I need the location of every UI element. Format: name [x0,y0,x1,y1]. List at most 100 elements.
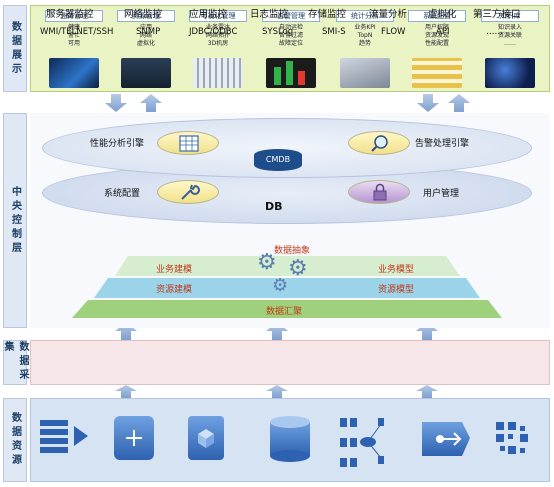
magnifier-icon [371,135,388,152]
resource-model-label: 资源模型 [378,285,415,295]
display-module-stats: 统计分析 业务KPI TopN 趋势 [336,10,394,88]
module-line: 业务雷达 [205,24,230,31]
gear-icon: ⚙ [288,256,308,281]
module-line: 用户权限 [424,24,449,31]
module-line: 应用 [139,24,152,31]
display-module-knowledge: 知识库 知识录入 资源关联 …… [481,10,539,88]
db-label: DB [265,200,283,213]
collect-item-server: 服务器监控 [46,9,94,20]
gear-icon: ⚙ [257,250,277,275]
database-cylinder-icon [270,416,310,462]
protocol-label: WMI/TELNET/SSH [40,27,114,37]
collect-item-app: 应用监控 [189,9,228,20]
calendar-icon [179,135,199,152]
resource-model-sheet [94,278,480,298]
lock-icon [373,183,387,201]
biz-model-sheet [115,256,460,276]
data-summary-sheet [72,300,502,318]
biz-model-label: 业务模型 [378,265,415,275]
arrow-up-res-left [115,385,137,398]
resource-thumbnail [121,58,171,88]
layer-label-resource: 数据资源 [3,398,27,482]
protocol-label: JDBC/ODBC [189,27,238,37]
perf-engine-label: 性能分析引擎 [90,139,145,149]
module-title: 统计分析 [336,10,394,22]
module-line: 业务KPI [354,24,376,31]
module-line: 趋势 [358,40,371,47]
arrow-up-res-right [416,385,438,398]
display-module-resource: 资源管理 应用 网络 虚拟化 [117,10,175,88]
arrow-up-res-mid [266,385,288,398]
module-title: 系统配置 [408,10,466,22]
switch-icon [422,422,470,456]
layer-label-display: 数据展示 [3,5,27,92]
module-line: 资源发现 [424,32,449,39]
display-module-business: 业务管理 健康 警忙 可用 [45,10,103,88]
data-summary-label: 数据汇聚 [266,307,303,317]
collect-item-storage: 存储监控 [308,9,347,20]
resource-modeling-label: 资源建模 [156,285,193,295]
display-module-visual: 可视化管理 业务雷达 网络拓扑 3D机房 [189,10,247,88]
user-mgmt-pill [348,180,410,204]
collect-item-virtual: 虚拟化 [428,9,457,20]
module-title: 业务管理 [45,10,103,22]
alarm-engine-label: 告警处理引擎 [415,139,470,149]
module-line: …… [504,40,516,47]
layer-label-central: 中央控制层 [3,113,27,328]
protocol-label: FLOW [381,27,406,37]
module-line: 知识录入 [497,24,522,31]
module-line: 故障定位 [278,40,303,47]
module-line: 性能配置 [424,40,449,47]
cloud-network-icon [360,418,384,464]
biz-modeling-label: 业务建模 [156,265,193,275]
module-title: 可视化管理 [189,10,247,22]
collect-item-thirdparty: 第三方接口 [473,9,521,20]
alarm-bars-thumbnail [266,58,316,88]
user-mgmt-label: 用户管理 [423,189,460,199]
perf-engine-pill [157,131,219,155]
collect-item-network: 网络监控 [124,9,163,20]
module-line: 虚拟化 [136,40,155,47]
display-panel: 业务管理 健康 警忙 可用 资源管理 应用 网络 虚拟化 可视化管理 业务雷达 … [30,5,550,92]
module-line: 3D机房 [207,40,229,47]
dashboard-thumbnail [49,58,99,88]
protocol-label: SYSLog [262,27,294,37]
arrow-up-right-top [448,94,470,112]
module-title: 告警管理 [262,10,320,22]
cmdb-cylinder: CMDB [254,149,302,171]
arrow-down-left-top [105,94,127,112]
display-module-alarm: 告警管理 自动运检 告警过滤 故障定位 [262,10,320,88]
protocol-label: API [436,27,450,37]
module-line: 告警过滤 [278,32,303,39]
module-title: 知识库 [481,10,539,22]
arrow-down-right-top [417,94,439,112]
module-line: 网络拓扑 [205,32,230,39]
module-line: 警忙 [67,32,80,39]
layer-label-collection: 数据采集 [2,340,28,385]
server-list-icon [40,420,88,453]
module-line: 网络 [139,32,152,39]
module-line: 资源关联 [497,32,522,39]
module-line: 健康 [67,24,80,31]
config-thumbnail [412,58,462,88]
gear-icon: ⚙ [272,275,289,296]
protocol-label: …… [486,27,503,37]
wrench-icon [181,184,200,200]
knowledge-thumbnail [485,58,535,88]
module-line: TopN [357,32,373,39]
collect-item-log: 日志监控 [250,9,289,20]
router-icon [114,416,154,460]
module-title: 资源管理 [117,10,175,22]
app-grid-icon [496,422,528,454]
module-line: 可用 [67,40,80,47]
module-line: 自动运检 [278,24,303,31]
protocol-label: SMI-S [322,27,346,37]
alarm-engine-pill [348,131,410,155]
collect-item-flow: 流量分析 [369,9,408,20]
protocol-label: SNMP [136,27,161,37]
server-rack-icon [340,418,357,467]
stats-thumbnail [340,58,390,88]
collection-panel [30,340,550,385]
arrow-up-left-top [140,94,162,112]
